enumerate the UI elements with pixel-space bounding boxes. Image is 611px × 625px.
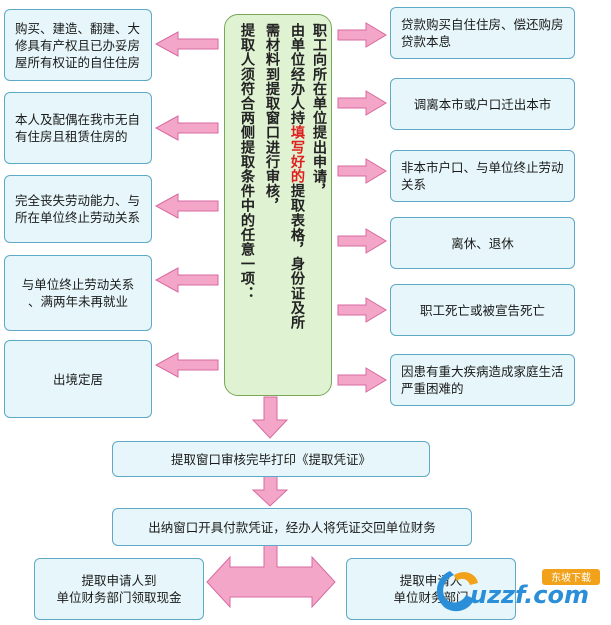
box-line: 单位财务部门 (393, 590, 469, 605)
logo-swoosh-icon (436, 571, 474, 612)
arrow-right (337, 90, 387, 116)
outcome-cash-box: 提取申请人到 单位财务部门领取现金 (34, 558, 204, 620)
watermark-tag (542, 569, 600, 585)
watermark-logo: uzzf.com 东坡下载 (436, 569, 600, 612)
step-text: 出纳窗口开具付款凭证，经办人将凭证交回单位财务 (148, 519, 436, 535)
box-text: 提取申请人到 单位财务部门领取现金 (56, 572, 181, 606)
box-text: 本人及配偶在我市无自 有住房且租赁住房的 (15, 111, 140, 145)
outcome-transfer-box: 提取申请人 单位财务部门 (346, 558, 516, 620)
arrow-left (154, 115, 219, 141)
box-text: 购买、建造、翻建、大 修具有产权且已办妥房 屋所有权证的自住住房 (15, 20, 140, 71)
instruction-text: 由单位经办人持 (289, 23, 305, 126)
right-condition-box: 离休、退休 (390, 217, 575, 269)
box-line: 修具有产权且已办妥房 (15, 37, 141, 53)
left-condition-box: 购买、建造、翻建、大 修具有产权且已办妥房 屋所有权证的自住住房 (4, 9, 152, 81)
left-condition-box: 与单位终止劳动关系 、满两年未再就业 (4, 255, 152, 331)
box-line: 与单位终止劳动关系 (21, 277, 135, 292)
box-text: 贷款购买自住住房、偿还购房 贷款本息 (401, 16, 564, 50)
arrow-left (154, 193, 219, 219)
logo-swoosh-icon (454, 572, 478, 585)
box-line: 单位财务部门领取现金 (56, 590, 182, 605)
left-condition-box: 完全丧失劳动能力、与 所在单位终止劳动关系 (4, 175, 152, 243)
arrow-down (251, 396, 289, 439)
box-text: 职工死亡或被宣告死亡 (420, 302, 545, 319)
arrow-left (154, 31, 219, 57)
arrow-left (154, 352, 219, 378)
step-cashier: 出纳窗口开具付款凭证，经办人将凭证交回单位财务 (112, 508, 472, 546)
watermark-text: uzzf.com (470, 581, 589, 609)
box-line: 、满两年未再就业 (27, 294, 128, 309)
left-condition-box: 本人及配偶在我市无自 有住房且租赁住房的 (4, 92, 152, 164)
highlight-text: 填写好的 (289, 125, 305, 184)
box-line: 严重困难的 (401, 381, 464, 396)
box-line: 有住房且租赁住房的 (15, 129, 128, 144)
step-text: 提取窗口审核完毕打印《提取凭证》 (170, 451, 371, 467)
right-condition-box: 因患有重大疾病造成家庭生活 严重困难的 (390, 354, 575, 406)
left-condition-box: 出境定居 (4, 340, 152, 418)
box-line: 贷款本息 (401, 34, 452, 49)
box-line: 购买、建造、翻建、大 (15, 20, 141, 36)
arrow-left (154, 267, 219, 293)
instruction-column-4: 职工向所在单位提出申请， (311, 23, 327, 199)
box-line: 非本市户口、与单位终止劳动 (401, 160, 564, 175)
box-line: 职工死亡或被宣告死亡 (419, 302, 545, 318)
arrow-right (337, 22, 387, 48)
box-line: 提取申请人到 (81, 573, 157, 588)
box-line: 本人及配偶在我市无自 (15, 112, 141, 127)
arrow-down (251, 475, 289, 507)
step-print-voucher: 提取窗口审核完毕打印《提取凭证》 (112, 441, 430, 477)
right-condition-box: 非本市户口、与单位终止劳动 关系 (390, 150, 575, 202)
box-text: 因患有重大疾病造成家庭生活 严重困难的 (401, 363, 564, 397)
box-text: 完全丧失劳动能力、与 所在单位终止劳动关系 (15, 192, 140, 226)
box-line: 贷款购买自住住房、偿还购房 (401, 17, 564, 32)
center-instruction-box: 提取人须符合两侧提取条件中的任意一项： 需材料到提取窗口进行审核， 由单位经办人… (224, 14, 332, 396)
arrow-right (337, 228, 387, 254)
right-condition-box: 贷款购买自住住房、偿还购房 贷款本息 (390, 7, 575, 59)
box-text: 与单位终止劳动关系 、满两年未再就业 (22, 276, 135, 310)
instruction-column-2: 需材料到提取窗口进行审核， (264, 23, 280, 213)
right-condition-box: 调离本市或户口迁出本市 (390, 78, 575, 130)
box-text: 调离本市或户口迁出本市 (414, 96, 552, 113)
instruction-column-3: 由单位经办人持填写好的提取表格，身份证及所 (287, 23, 307, 330)
arrow-right (337, 367, 387, 393)
box-line: 所在单位终止劳动关系 (15, 210, 141, 225)
box-line: 关系 (401, 177, 427, 192)
instruction-column-1: 提取人须符合两侧提取条件中的任意一项： (239, 23, 255, 301)
box-text: 出境定居 (53, 371, 103, 388)
instruction-text: 提取表格，身份证及所 (289, 183, 305, 330)
box-line: 调离本市或户口迁出本市 (413, 96, 552, 112)
right-condition-box: 职工死亡或被宣告死亡 (390, 284, 575, 336)
box-line: 屋所有权证的自住住房 (15, 54, 141, 70)
box-text: 非本市户口、与单位终止劳动 关系 (401, 159, 564, 193)
box-line: 完全丧失劳动能力、与 (15, 193, 141, 208)
watermark-caption: 东坡下载 (551, 571, 591, 584)
arrow-right (337, 297, 387, 323)
arrow-right (337, 158, 387, 184)
box-line: 离休、退休 (451, 235, 514, 251)
box-line: 因患有重大疾病造成家庭生活 (401, 364, 564, 379)
box-line: 出境定居 (52, 371, 103, 387)
arrow-split (206, 544, 336, 609)
box-text: 离休、退休 (451, 235, 514, 252)
